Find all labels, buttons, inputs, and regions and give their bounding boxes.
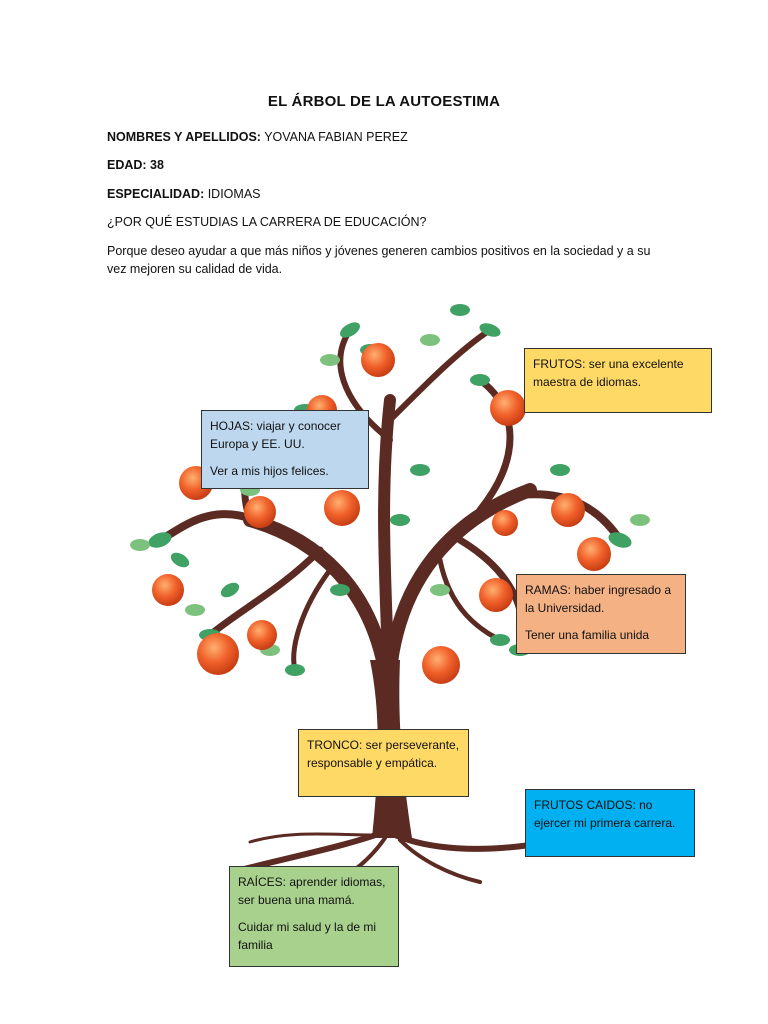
note-ramas-text-2: Tener una familia unida (525, 628, 650, 642)
note-ramas: RAMAS: haber ingresado a la Universidad.… (516, 574, 686, 654)
note-ramas-text-1: RAMAS: haber ingresado a la Universidad. (525, 583, 672, 615)
age-label: EDAD: 38 (107, 158, 164, 172)
note-frutos-caidos-text: FRUTOS CAIDOS: no ejercer mi primera car… (534, 798, 676, 830)
note-hojas: HOJAS: viajar y conocer Europa y EE. UU.… (201, 410, 369, 489)
question-line: ¿POR QUÉ ESTUDIAS LA CARRERA DE EDUCACIÓ… (107, 215, 427, 229)
document-title: EL ÁRBOL DE LA AUTOESTIMA (267, 93, 501, 110)
names-label: NOMBRES Y APELLIDOS: (107, 130, 261, 144)
note-raices-text-1: RAÍCES: aprender idiomas, ser buena una … (238, 875, 386, 907)
note-frutos: FRUTOS: ser una excelente maestra de idi… (524, 348, 712, 413)
specialty-label: ESPECIALIDAD: (107, 187, 205, 201)
note-frutos-caidos: FRUTOS CAIDOS: no ejercer mi primera car… (525, 789, 695, 857)
note-tronco-text: TRONCO: ser perseverante, responsable y … (307, 738, 460, 770)
names-value: YOVANA FABIAN PEREZ (260, 130, 408, 144)
note-hojas-text-1: HOJAS: viajar y conocer Europa y EE. UU. (210, 419, 341, 451)
note-raices: RAÍCES: aprender idiomas, ser buena una … (229, 866, 399, 967)
specialty-value: IDIOMAS (204, 187, 261, 201)
answer-paragraph: Porque deseo ayudar a que más niños y jó… (107, 244, 651, 276)
note-raices-text-2: Cuidar mi salud y la de mi familia (238, 920, 377, 952)
age-line: EDAD: 38 (107, 158, 164, 172)
names-line: NOMBRES Y APELLIDOS: YOVANA FABIAN PEREZ (107, 130, 408, 144)
note-hojas-text-2: Ver a mis hijos felices. (210, 464, 329, 478)
note-frutos-text: FRUTOS: ser una excelente maestra de idi… (533, 357, 684, 389)
specialty-line: ESPECIALIDAD: IDIOMAS (107, 187, 261, 201)
note-tronco: TRONCO: ser perseverante, responsable y … (298, 729, 469, 797)
